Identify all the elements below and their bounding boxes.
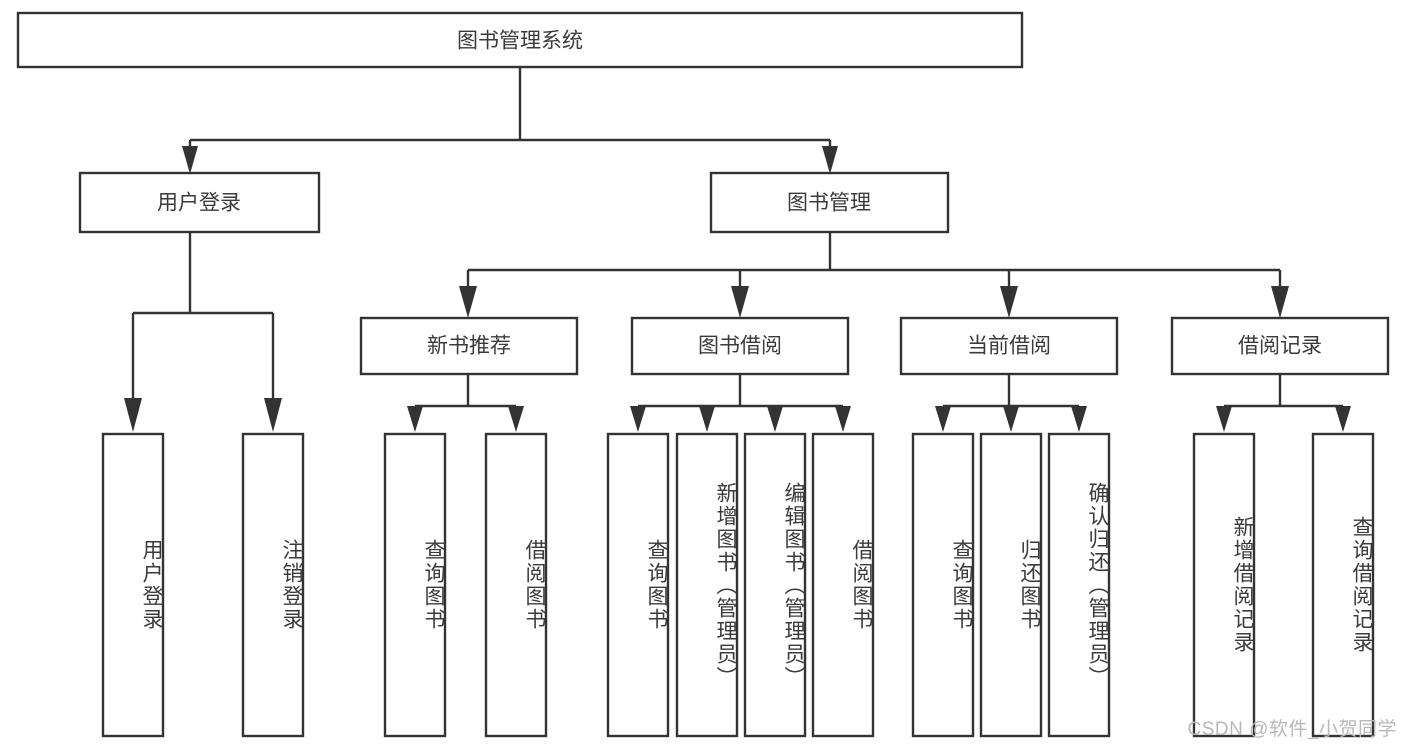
node-borrow-record[interactable]: 借阅记录 (1170, 316, 1390, 376)
arrow-head-current-borrow (1000, 286, 1018, 318)
node-root-box[interactable] (16, 11, 1024, 69)
leaf-group-book-borrow (606, 432, 875, 738)
node-current-borrow-box[interactable] (899, 316, 1119, 376)
arrow-head-book-borrow (731, 286, 749, 318)
leaf-box-borrow-record-0[interactable] (1192, 432, 1256, 738)
leaf-box-current-borrow-2[interactable] (1047, 432, 1111, 738)
leaf-box-book-borrow-2[interactable] (743, 432, 807, 738)
node-book-mgmt-box[interactable] (709, 171, 950, 234)
leaf-box-current-borrow-1[interactable] (979, 432, 1043, 738)
connector-group-root (182, 67, 838, 174)
node-book-borrow-label: 图书借阅 (698, 335, 782, 358)
arrow-head-book-mgmt (822, 146, 838, 174)
node-book-borrow[interactable]: 图书借阅 (630, 316, 850, 376)
connector-group-book-mgmt (459, 232, 1289, 318)
leaf-box-book-borrow-1[interactable] (675, 432, 739, 738)
arrow-head-user-login (182, 146, 198, 174)
connector-group-new-book-leaves (407, 374, 524, 432)
leaf-group-borrow-record (1192, 432, 1375, 738)
arrow-head-leaf-current-borrow-1 (1003, 406, 1019, 432)
arrow-head-leaf-user-login-1 (264, 398, 282, 432)
arrow-head-leaf-user-login-0 (124, 398, 142, 432)
leaf-group-new-book-recommend (383, 432, 548, 738)
arrow-head-leaf-new-book-0 (407, 406, 423, 432)
leaf-box-book-borrow-3[interactable] (811, 432, 875, 738)
node-borrow-record-label: 借阅记录 (1238, 335, 1322, 358)
csdn-watermark: CSDN @软件_小贺同学 (1187, 719, 1397, 740)
connector-group-book-borrow-leaves (630, 374, 851, 432)
node-root[interactable]: 图书管理系统 (16, 11, 1024, 69)
arrow-head-leaf-book-borrow-1 (699, 406, 715, 432)
leaf-group-user-login (101, 432, 305, 738)
leaf-box-current-borrow-0[interactable] (911, 432, 975, 738)
leaf-group-current-borrow (911, 432, 1111, 738)
arrow-head-leaf-current-borrow-2 (1071, 406, 1087, 432)
node-book-mgmt-label: 图书管理 (787, 192, 871, 215)
node-book-mgmt[interactable]: 图书管理 (709, 171, 950, 234)
leaf-box-book-borrow-0[interactable] (606, 432, 670, 738)
arrow-head-leaf-new-book-1 (508, 406, 524, 432)
arrow-head-leaf-current-borrow-0 (935, 406, 951, 432)
leaf-box-new-book-0[interactable] (383, 432, 447, 738)
node-new-book-recommend[interactable]: 新书推荐 (359, 316, 579, 376)
arrow-head-leaf-book-borrow-2 (767, 406, 783, 432)
connector-group-borrow-record-leaves (1216, 374, 1351, 432)
node-root-label: 图书管理系统 (457, 30, 583, 53)
node-user-login-label: 用户登录 (157, 192, 241, 215)
node-borrow-record-box[interactable] (1170, 316, 1390, 376)
leaf-box-new-book-1[interactable] (484, 432, 548, 738)
node-new-book-recommend-box[interactable] (359, 316, 579, 376)
node-current-borrow[interactable]: 当前借阅 (899, 316, 1119, 376)
node-new-book-recommend-label: 新书推荐 (427, 335, 511, 358)
node-user-login-box[interactable] (78, 171, 321, 234)
arrow-head-new-book (459, 286, 477, 318)
leaf-box-user-login-0[interactable] (101, 432, 165, 738)
arrow-head-leaf-book-borrow-3 (835, 406, 851, 432)
arrow-head-leaf-borrow-record-1 (1335, 406, 1351, 432)
arrow-head-borrow-record (1271, 286, 1289, 318)
leaf-box-user-login-1[interactable] (241, 432, 305, 738)
connector-group-user-login (124, 232, 282, 432)
arrow-head-leaf-book-borrow-0 (630, 406, 646, 432)
leaf-box-borrow-record-1[interactable] (1311, 432, 1375, 738)
arrow-head-leaf-borrow-record-0 (1216, 406, 1232, 432)
node-user-login[interactable]: 用户登录 (78, 171, 321, 234)
node-book-borrow-box[interactable] (630, 316, 850, 376)
connector-group-current-borrow-leaves (935, 374, 1087, 432)
node-current-borrow-label: 当前借阅 (967, 335, 1051, 358)
